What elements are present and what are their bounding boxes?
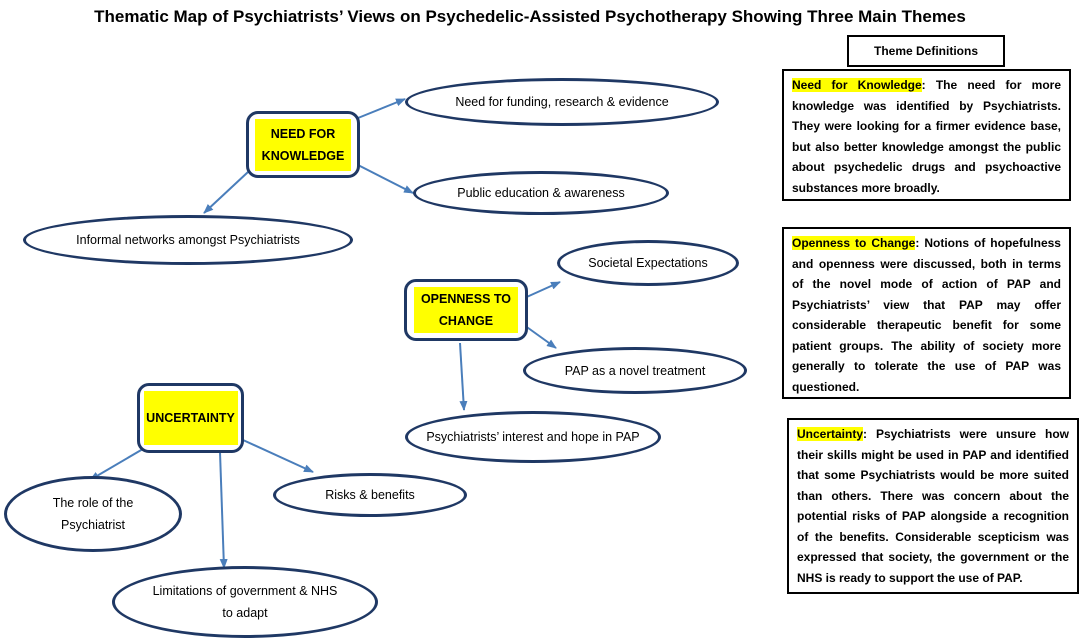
arrow-knowledge-public: [357, 164, 414, 194]
arrow-uncertainty-limitations: [219, 451, 228, 569]
theme-uncertainty-label: UNCERTAINTY: [143, 391, 238, 445]
definition-need-for-knowledge: Need for Knowledge: The need for more kn…: [782, 69, 1071, 201]
page-title: Thematic Map of Psychiatrists’ Views on …: [94, 7, 966, 26]
subtheme-role-of-psychiatrist: The role of the Psychiatrist: [4, 476, 182, 552]
definition-term-uncertainty: Uncertainty: [797, 427, 864, 441]
subtheme-interest-and-hope: Psychiatrists’ interest and hope in PAP: [405, 411, 661, 463]
subtheme-limitations-government-nhs: Limitations of government & NHS to adapt: [112, 566, 378, 638]
subtheme-informal-networks: Informal networks amongst Psychiatrists: [23, 215, 353, 265]
definition-openness-to-change: Openness to Change: Notions of hopefulne…: [782, 227, 1071, 399]
definition-term-openness: Openness to Change: [792, 236, 916, 250]
arrow-openness-interest: [459, 342, 468, 411]
subtheme-risks-benefits: Risks & benefits: [273, 473, 467, 517]
arrow-knowledge-funding: [357, 98, 406, 119]
theme-openness-to-change-label: OPENNESS TO CHANGE: [414, 287, 518, 333]
arrow-openness-novel: [523, 324, 557, 349]
subtheme-funding-research-evidence: Need for funding, research & evidence: [405, 78, 719, 126]
theme-uncertainty: UNCERTAINTY: [137, 383, 244, 453]
definition-text-knowledge: : The need for more knowledge was identi…: [792, 78, 1061, 195]
definition-uncertainty: Uncertainty: Psychiatrists were unsure h…: [787, 418, 1079, 594]
subtheme-public-education: Public education & awareness: [413, 171, 669, 215]
definition-term-knowledge: Need for Knowledge: [792, 78, 922, 92]
definition-text-uncertainty: : Psychiatrists were unsure how their sk…: [797, 427, 1069, 585]
subtheme-societal-expectations: Societal Expectations: [557, 240, 739, 286]
arrow-uncertainty-role: [89, 445, 149, 481]
definition-text-openness: : Notions of hopefulness and openness we…: [792, 236, 1061, 394]
arrow-knowledge-informal: [203, 171, 249, 214]
theme-definitions-heading: Theme Definitions: [847, 35, 1005, 67]
subtheme-pap-novel-treatment: PAP as a novel treatment: [523, 347, 747, 394]
arrow-uncertainty-risks: [242, 439, 314, 473]
theme-need-for-knowledge-label: NEED FOR KNOWLEDGE: [255, 118, 351, 171]
theme-openness-to-change: OPENNESS TO CHANGE: [404, 279, 528, 341]
theme-need-for-knowledge: NEED FOR KNOWLEDGE: [246, 111, 360, 178]
